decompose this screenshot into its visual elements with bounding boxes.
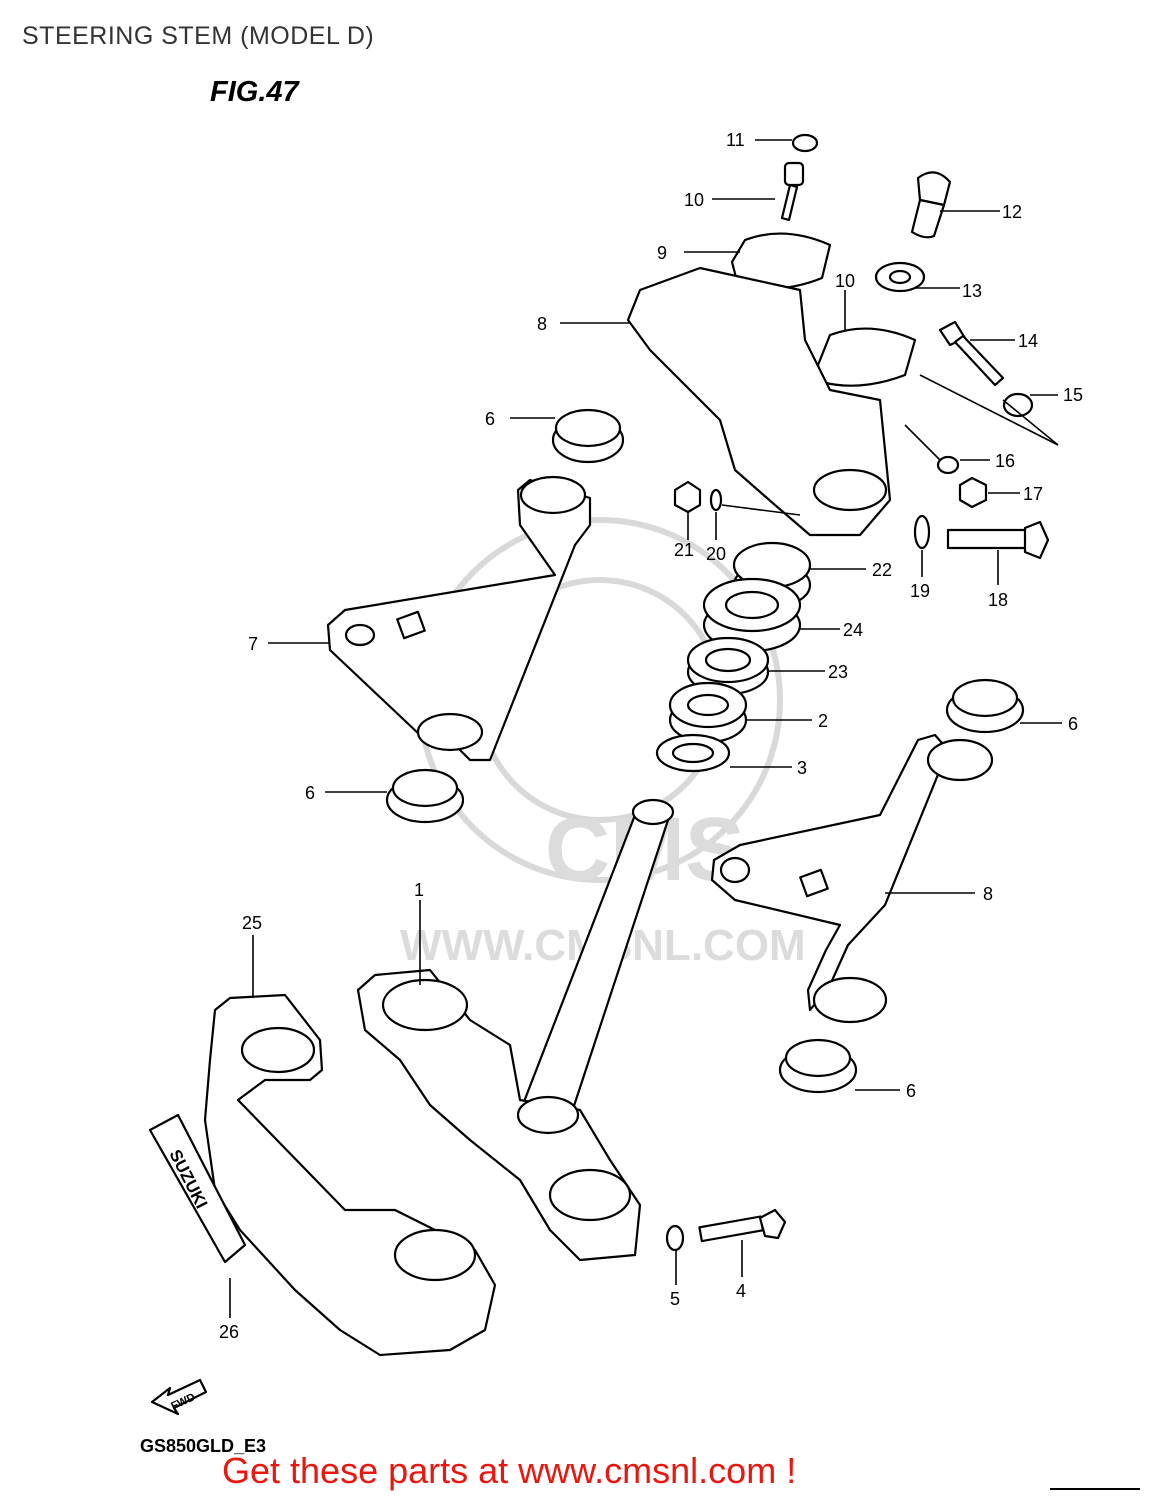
callout-6-right: 6 [1068, 714, 1078, 734]
part-18-nut [958, 476, 988, 509]
part-9-handlebar-holder [626, 266, 892, 537]
part-13-bolt [910, 171, 952, 239]
callout-13: 12 [1002, 202, 1022, 222]
callout-22: 21 [674, 540, 694, 560]
part-15-bolt [938, 320, 1005, 387]
callout-7: 7 [248, 634, 258, 654]
part-17-washer [936, 455, 960, 475]
callout-10-upper: 9 [657, 243, 667, 263]
model-code: GS850GLD_E3 [140, 1436, 267, 1456]
callout-11: 10 [684, 190, 704, 210]
callout-16: 15 [1063, 385, 1083, 405]
callout-2: 2 [818, 711, 828, 731]
figure-number: FIG.47 [210, 76, 299, 108]
callout-4: 4 [736, 1281, 746, 1301]
part-6-grommet-right [945, 678, 1025, 734]
callout-5: 5 [670, 1289, 680, 1309]
part-19-bolt [946, 520, 1050, 560]
part-5-washer [665, 1224, 685, 1252]
part-20-washer [913, 514, 931, 550]
part-6-grommet-left [385, 768, 465, 824]
callout-26: 25 [242, 913, 262, 933]
callout-20: 19 [910, 581, 930, 601]
part-12-cap [791, 133, 819, 153]
leader-lines [229, 139, 1062, 1318]
part-11-bolt [780, 161, 805, 222]
callout-3: 3 [797, 758, 807, 778]
footer-rule [1050, 1488, 1140, 1490]
callout-21: 20 [706, 544, 726, 564]
callout-labels: 11 10 12 9 13 10 8 14 15 6 16 17 21 20 1… [219, 130, 1083, 1342]
callout-23: 22 [872, 560, 892, 580]
callout-14: 13 [962, 281, 982, 301]
part-2-bearing [668, 681, 748, 744]
part-22-nut [673, 480, 702, 514]
part-10-lower-holder [816, 327, 917, 387]
part-4-bolt [698, 1208, 787, 1243]
part-8-right-bracket [710, 733, 994, 1024]
part-16-washer [1002, 392, 1034, 418]
callout-6-left: 6 [305, 783, 315, 803]
callout-24: 23 [828, 662, 848, 682]
callout-27: 26 [219, 1322, 239, 1342]
part-6-grommet-upper [551, 408, 625, 464]
fwd-arrow-icon: FWD [150, 1378, 208, 1416]
callout-10-lower: 10 [835, 271, 855, 291]
callout-1: 1 [414, 880, 424, 900]
callout-18: 17 [1023, 484, 1043, 504]
callout-17: 16 [995, 451, 1015, 471]
promo-link[interactable]: Get these parts at www.cmsnl.com ! [222, 1450, 797, 1491]
callout-12: 11 [726, 130, 745, 150]
callout-6-lower: 6 [906, 1081, 916, 1101]
callout-9: 8 [537, 314, 547, 334]
part-21-washer [709, 488, 723, 512]
callout-25: 24 [843, 620, 863, 640]
callout-15: 14 [1018, 331, 1038, 351]
part-1-steering-stem [356, 798, 675, 1262]
callout-8: 8 [983, 884, 993, 904]
callout-6-upper: 6 [485, 409, 495, 429]
callout-19: 18 [988, 590, 1008, 610]
page-title: STEERING STEM (MODEL D) [22, 22, 375, 50]
part-9-stem-bore [812, 468, 888, 512]
part-6-grommet-lower [778, 1038, 858, 1094]
part-7-left-bracket [326, 475, 592, 762]
